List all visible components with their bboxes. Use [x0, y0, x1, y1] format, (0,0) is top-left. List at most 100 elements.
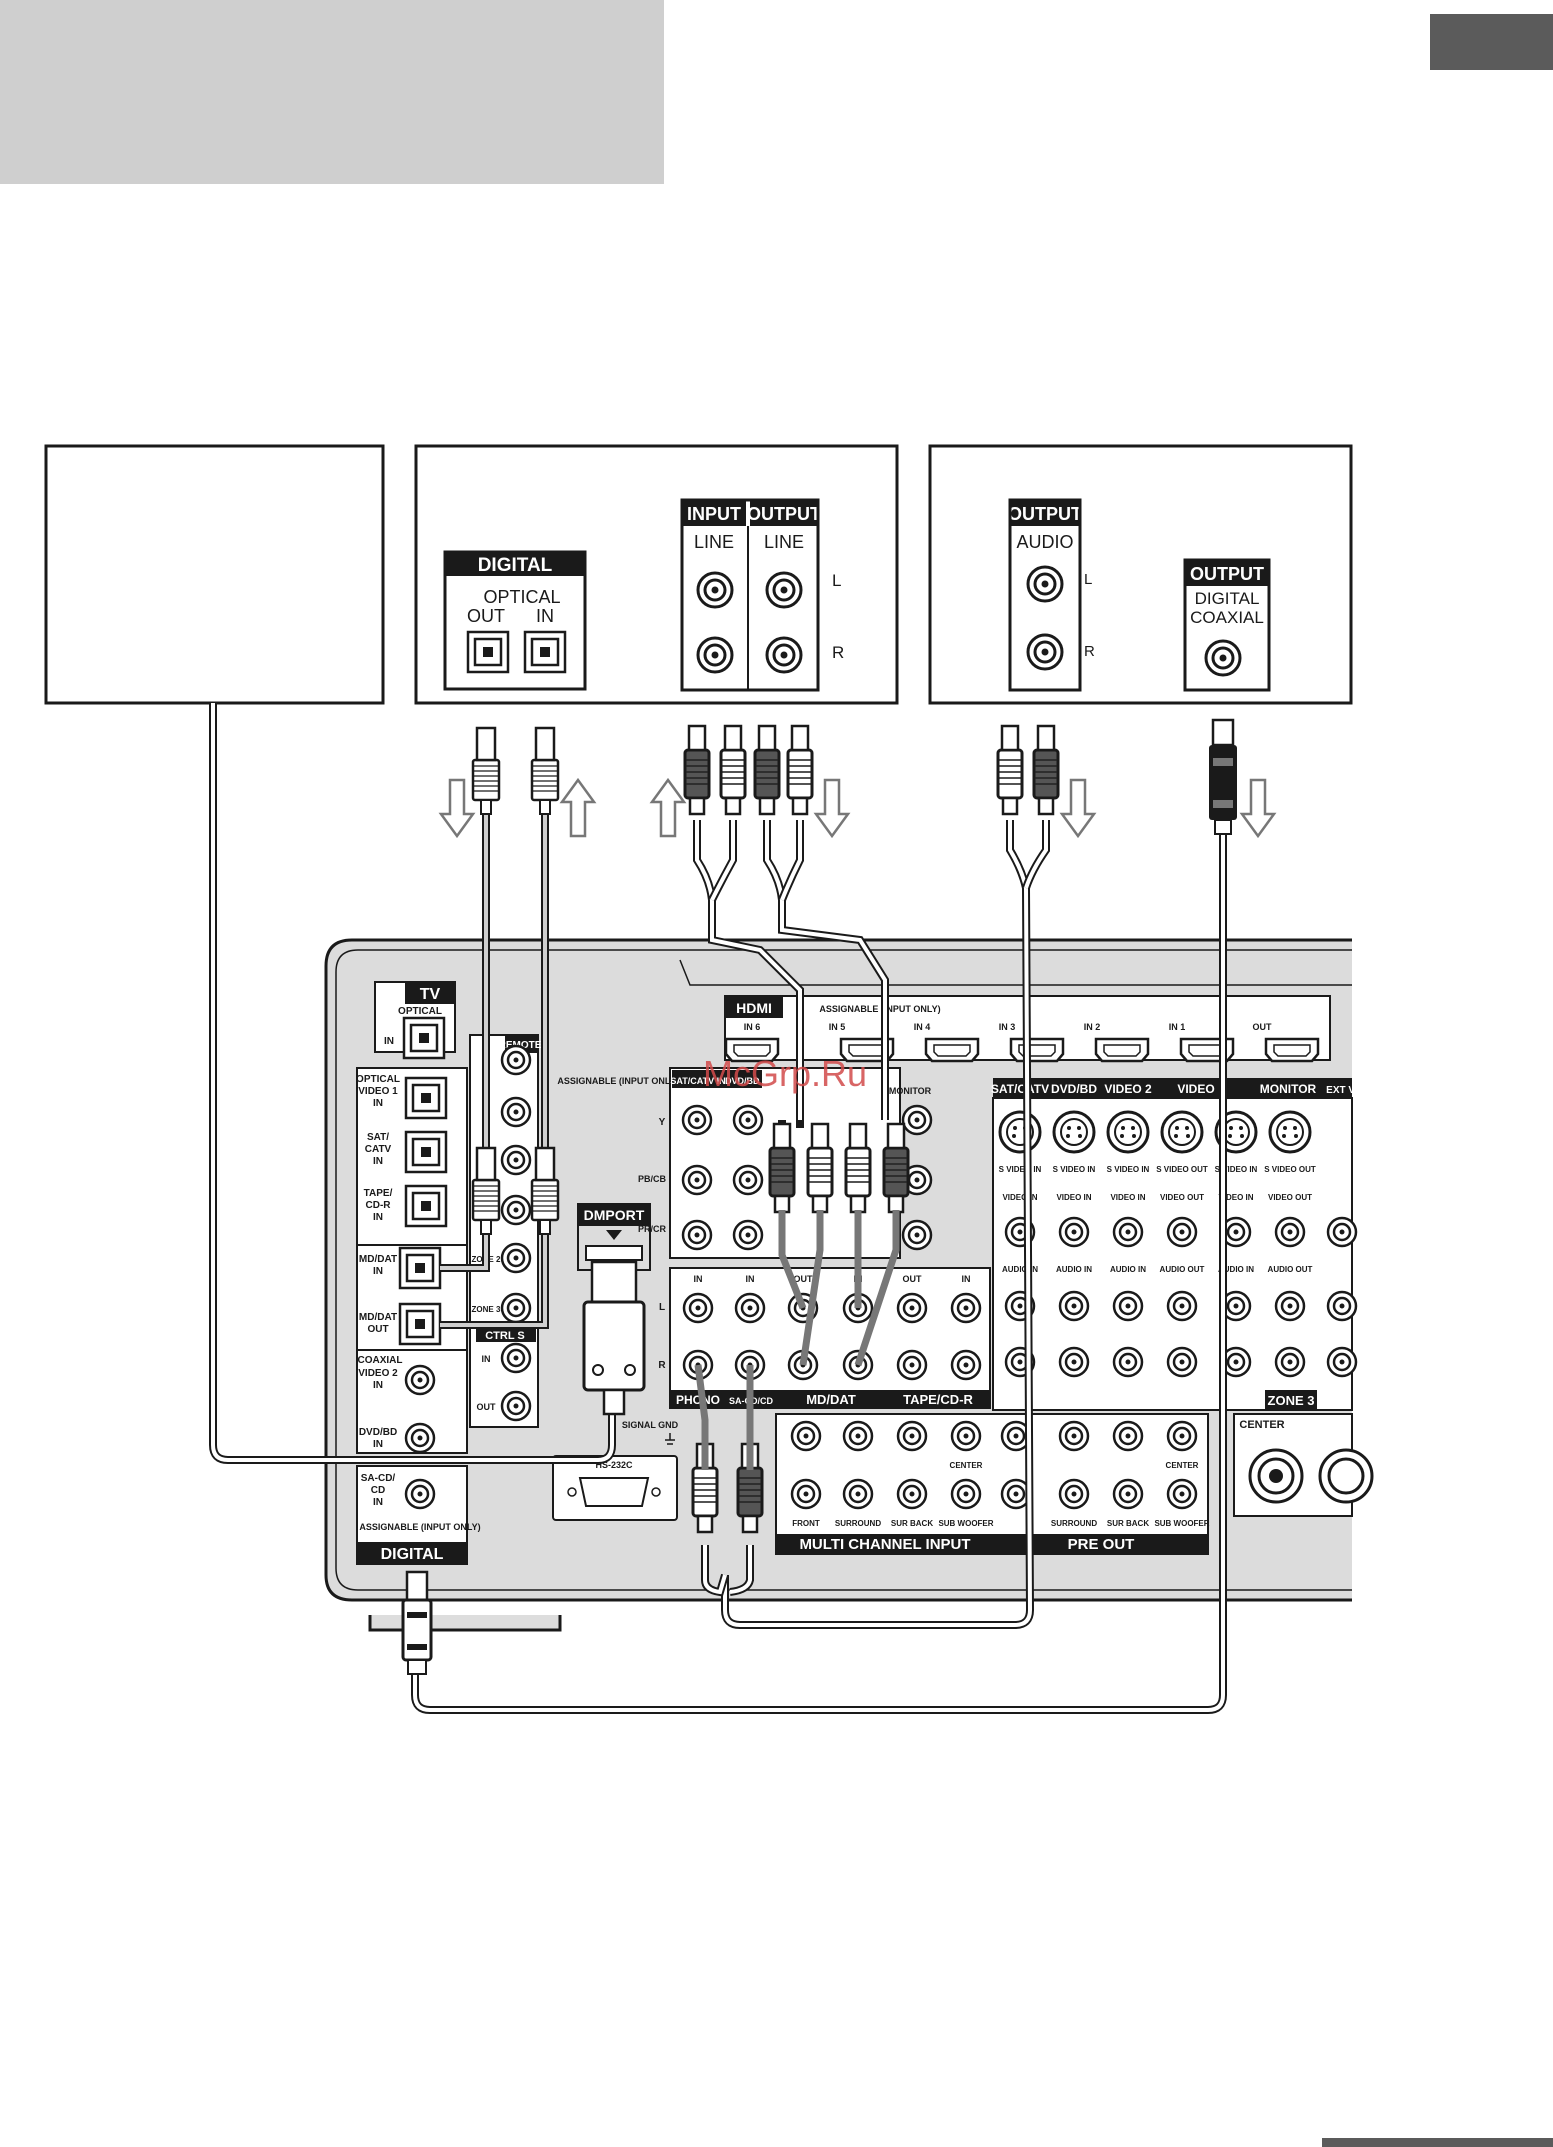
cd-audio-r-jack[interactable]: [1026, 633, 1064, 671]
hdmi-out-port[interactable]: [1264, 1037, 1320, 1063]
video-video-out-jack[interactable]: [1166, 1216, 1198, 1248]
audio-videoout-l-jack[interactable]: [1166, 1290, 1198, 1322]
coax-video2-jack[interactable]: [404, 1364, 436, 1396]
coax-video2-line1: VIDEO 2: [358, 1368, 398, 1379]
cd-digital-output-header: OUTPUT: [1190, 564, 1264, 584]
cd-coaxial-plug: [1209, 718, 1237, 835]
tape-out-r-jack[interactable]: [896, 1349, 928, 1381]
cd-audio-l-jack[interactable]: [1026, 565, 1064, 603]
md-optical-in-jack[interactable]: [523, 630, 567, 674]
md-line-out-r-jack[interactable]: [765, 636, 803, 674]
tape-in-l-jack[interactable]: [950, 1292, 982, 1324]
mci-surback-r-jack[interactable]: [896, 1478, 928, 1510]
center-speaker-terminal[interactable]: [1248, 1448, 1374, 1504]
preout-surback-r-jack[interactable]: [1112, 1478, 1144, 1510]
mci-center-jack[interactable]: [950, 1420, 982, 1452]
coax-sacd-jack[interactable]: [404, 1478, 436, 1510]
hdmi-in4-port[interactable]: [924, 1037, 980, 1063]
audio-monitor-r-jack[interactable]: [1274, 1346, 1306, 1378]
remote-jack-4[interactable]: [500, 1194, 532, 1226]
preout-surround-l-jack[interactable]: [1058, 1420, 1090, 1452]
video-video-out-label: VIDEO OUT: [1160, 1193, 1204, 1202]
svideo-video-out-label: S VIDEO OUT: [1156, 1165, 1208, 1174]
opt-tape-jack[interactable]: [404, 1184, 448, 1228]
svideo-video2-jack[interactable]: [1106, 1110, 1150, 1154]
opt-mdin-jack[interactable]: [398, 1246, 442, 1290]
md-line-in-l-jack[interactable]: [696, 571, 734, 609]
arrow-md-optical-out-down: [439, 778, 475, 838]
coaxial-group-label: COAXIAL: [358, 1355, 403, 1366]
hdmi-in2-port[interactable]: [1094, 1037, 1150, 1063]
comp-dvd-y-jack[interactable]: [732, 1104, 764, 1136]
ctrl-s-out-jack[interactable]: [500, 1390, 532, 1422]
coax-dvd-jack[interactable]: [404, 1422, 436, 1454]
mci-surback-l-jack[interactable]: [896, 1420, 928, 1452]
mci-surround-l-jack[interactable]: [842, 1420, 874, 1452]
video-ext-jack[interactable]: [1326, 1216, 1358, 1248]
tv-in-label: IN: [384, 1036, 394, 1047]
zone2-jack[interactable]: [500, 1242, 532, 1274]
tv-optical-jack[interactable]: [402, 1016, 446, 1060]
opt-video1-jack[interactable]: [404, 1076, 448, 1120]
svideo-dvd-jack[interactable]: [1052, 1110, 1096, 1154]
phono-l-jack[interactable]: [682, 1292, 714, 1324]
opt-sat-line3: IN: [373, 1156, 383, 1167]
hdmi-in5-label: IN 5: [829, 1022, 846, 1032]
comp-mon-y-jack[interactable]: [901, 1104, 933, 1136]
preout-surround-r-jack[interactable]: [1058, 1478, 1090, 1510]
zone3-jack[interactable]: [500, 1292, 532, 1324]
comp-dvd-pb-jack[interactable]: [732, 1164, 764, 1196]
tape-out-l-jack[interactable]: [896, 1292, 928, 1324]
mci-front-l-jack[interactable]: [790, 1420, 822, 1452]
opt-mdout-jack[interactable]: [398, 1302, 442, 1346]
mci-surround-r-jack[interactable]: [842, 1478, 874, 1510]
coax-video2-line2: IN: [373, 1380, 383, 1391]
audio-video2-r-jack[interactable]: [1112, 1346, 1144, 1378]
remote-jack-2[interactable]: [500, 1096, 532, 1128]
mci-subwoofer-jack[interactable]: [950, 1478, 982, 1510]
comp-mon-pr-jack[interactable]: [901, 1219, 933, 1251]
audio-videoout-r-jack[interactable]: [1166, 1346, 1198, 1378]
svideo-video-in-jack[interactable]: [1160, 1110, 1204, 1154]
comp-sat-y-jack[interactable]: [681, 1104, 713, 1136]
svideo-sat-label: S VIDEO IN: [999, 1165, 1042, 1174]
video-monitor-jack[interactable]: [1274, 1216, 1306, 1248]
md-line-out-l-jack[interactable]: [765, 571, 803, 609]
svideo-sat-jack[interactable]: [998, 1110, 1042, 1154]
md-optical-out-jack[interactable]: [466, 630, 510, 674]
video-monitor-label: VIDEO OUT: [1268, 1193, 1312, 1202]
remote-jack-3[interactable]: [500, 1144, 532, 1176]
opt-sat-jack[interactable]: [404, 1130, 448, 1174]
preout-surback-l-jack[interactable]: [1112, 1420, 1144, 1452]
coax-sacd-line3: IN: [373, 1497, 383, 1508]
video-col-monitor: MONITOR: [1260, 1082, 1317, 1096]
audio-dvd-r-jack[interactable]: [1058, 1346, 1090, 1378]
hdmi-in3-port[interactable]: [1009, 1037, 1065, 1063]
video-video2-jack[interactable]: [1112, 1216, 1144, 1248]
hs232c-port[interactable]: [578, 1477, 650, 1507]
comp-sat-pb-jack[interactable]: [681, 1164, 713, 1196]
video-dvd-jack[interactable]: [1058, 1216, 1090, 1248]
audio-dvd-l-jack[interactable]: [1058, 1290, 1090, 1322]
sacd-l-jack[interactable]: [734, 1292, 766, 1324]
audio-ext-r-jack[interactable]: [1326, 1346, 1358, 1378]
dmport-socket[interactable]: [585, 1245, 643, 1261]
comp-sat-pr-jack[interactable]: [681, 1219, 713, 1251]
md-left-label: L: [832, 571, 841, 590]
svideo-monitor-jack[interactable]: [1268, 1110, 1312, 1154]
md-line-in-r-jack[interactable]: [696, 636, 734, 674]
tape-in-r-jack[interactable]: [950, 1349, 982, 1381]
audio-ext-l-jack[interactable]: [1326, 1290, 1358, 1322]
video-col-video: VIDEO: [1177, 1082, 1214, 1096]
arrow-cd-coax-down: [1240, 778, 1276, 838]
ctrl-s-in-jack[interactable]: [500, 1342, 532, 1374]
comp-dvd-pr-jack[interactable]: [732, 1219, 764, 1251]
audio-monitor-l-jack[interactable]: [1274, 1290, 1306, 1322]
video-dvd-label: VIDEO IN: [1056, 1193, 1091, 1202]
preout-center-jack[interactable]: [1166, 1420, 1198, 1452]
remote-jack-1[interactable]: [500, 1044, 532, 1076]
audio-video2-l-jack[interactable]: [1112, 1290, 1144, 1322]
preout-subwoofer-jack[interactable]: [1166, 1478, 1198, 1510]
mci-front-r-jack[interactable]: [790, 1478, 822, 1510]
cd-coaxial-out-jack[interactable]: [1204, 639, 1242, 677]
